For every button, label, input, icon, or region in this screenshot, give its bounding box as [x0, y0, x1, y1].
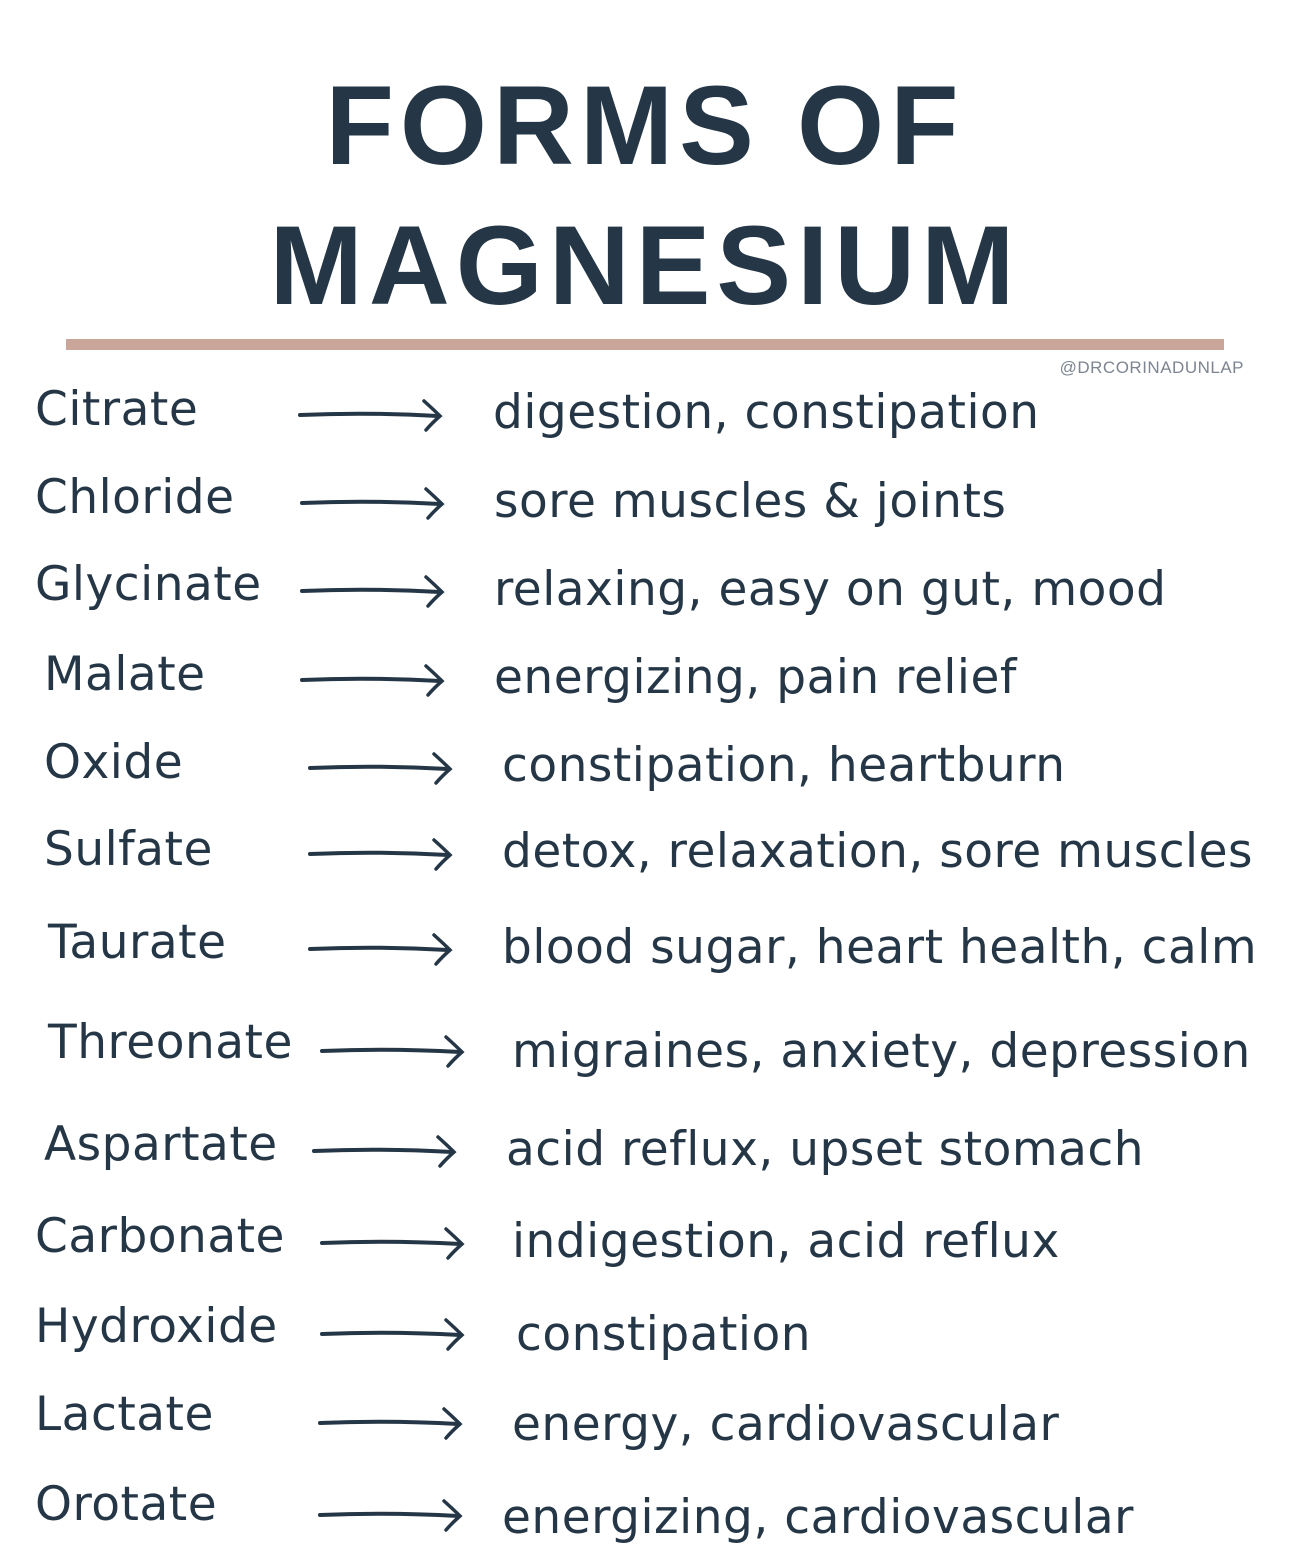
form-uses: energizing, pain relief — [494, 650, 1017, 705]
list-item: Taurate blood sugar, heart health, calm — [0, 903, 1290, 983]
form-uses: migraines, anxiety, depression — [512, 1024, 1251, 1079]
list-item: Sulfate detox, relaxation, sore muscles — [0, 810, 1290, 890]
list-item: Aspartate acid reflux, upset stomach — [0, 1105, 1290, 1185]
list-item: Orotate energizing, cardiovascular — [0, 1465, 1290, 1545]
form-name: Orotate — [35, 1477, 218, 1532]
form-name: Lactate — [35, 1387, 214, 1442]
title-line-2: MAGNESIUM — [269, 203, 1021, 328]
list-item: Malate energizing, pain relief — [0, 635, 1290, 715]
right-arrow-icon — [300, 574, 445, 608]
form-uses: digestion, constipation — [493, 385, 1040, 440]
right-arrow-icon — [298, 398, 443, 432]
list-item: Chloride sore muscles & joints — [0, 458, 1290, 538]
form-uses: energizing, cardiovascular — [502, 1490, 1134, 1545]
list-item: Hydroxide constipation — [0, 1287, 1290, 1367]
form-name: Malate — [44, 647, 206, 702]
right-arrow-icon — [308, 932, 453, 966]
right-arrow-icon — [320, 1318, 465, 1351]
right-arrow-icon — [300, 487, 445, 520]
list-item: Lactate energy, cardiovascular — [0, 1375, 1290, 1455]
right-arrow-icon — [308, 838, 453, 871]
form-uses: indigestion, acid reflux — [512, 1214, 1060, 1269]
list-item: Threonate migraines, anxiety, depression — [0, 1003, 1290, 1083]
list-item: Oxide constipation, heartburn — [0, 723, 1290, 803]
form-name: Aspartate — [44, 1117, 278, 1172]
form-name: Glycinate — [35, 557, 262, 612]
right-arrow-icon — [318, 1498, 463, 1532]
form-name: Taurate — [48, 915, 227, 970]
author-handle: @DRCORINADUNLAP — [1059, 358, 1244, 377]
list-item: Carbonate indigestion, acid reflux — [0, 1197, 1290, 1277]
form-name: Oxide — [44, 735, 184, 790]
right-arrow-icon — [318, 1407, 463, 1440]
form-name: Chloride — [35, 470, 235, 525]
form-uses: detox, relaxation, sore muscles — [502, 824, 1254, 879]
right-arrow-icon — [300, 663, 445, 697]
form-uses: acid reflux, upset stomach — [506, 1122, 1145, 1177]
title-line-1: FORMS OF — [325, 63, 965, 188]
list-item: Citrate digestion, constipation — [0, 370, 1290, 450]
form-uses: blood sugar, heart health, calm — [502, 920, 1258, 975]
right-arrow-icon — [320, 1226, 465, 1260]
right-arrow-icon — [312, 1134, 457, 1168]
form-uses: sore muscles & joints — [494, 474, 1007, 529]
list-item: Glycinate relaxing, easy on gut, mood — [0, 545, 1290, 625]
divider-rule — [66, 339, 1224, 350]
form-name: Hydroxide — [35, 1299, 278, 1354]
form-name: Carbonate — [35, 1209, 285, 1264]
form-uses: constipation — [516, 1307, 812, 1362]
form-uses: energy, cardiovascular — [512, 1397, 1060, 1452]
form-uses: relaxing, easy on gut, mood — [494, 562, 1167, 617]
form-name: Sulfate — [44, 822, 213, 877]
form-name: Citrate — [35, 382, 199, 437]
right-arrow-icon — [320, 1034, 465, 1068]
form-uses: constipation, heartburn — [502, 738, 1066, 793]
right-arrow-icon — [308, 751, 453, 785]
form-name: Threonate — [48, 1015, 293, 1070]
